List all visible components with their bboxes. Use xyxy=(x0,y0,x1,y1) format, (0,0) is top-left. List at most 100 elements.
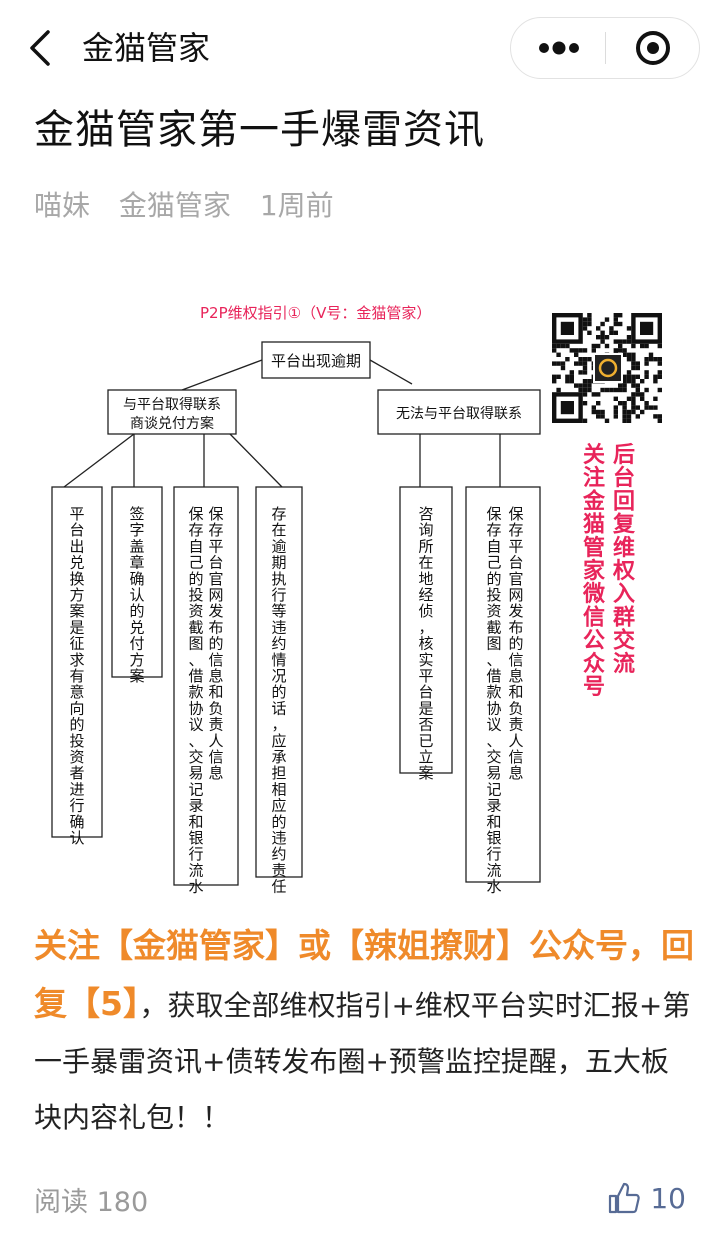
close-button[interactable] xyxy=(607,18,699,78)
svg-text:的: 的 xyxy=(69,716,84,734)
svg-text:方: 方 xyxy=(69,586,84,604)
svg-text:兑: 兑 xyxy=(129,618,144,636)
svg-text:资: 资 xyxy=(69,748,84,766)
svg-text:关: 关 xyxy=(583,443,605,468)
svg-text:期: 期 xyxy=(271,554,286,572)
svg-text:相: 相 xyxy=(271,780,286,798)
svg-text:求: 求 xyxy=(69,651,84,669)
svg-text:在: 在 xyxy=(271,521,286,539)
svg-text:方: 方 xyxy=(129,651,144,669)
svg-text:认: 认 xyxy=(69,829,84,847)
svg-text:协: 协 xyxy=(486,699,501,717)
svg-text:和: 和 xyxy=(208,683,223,701)
svg-text:信: 信 xyxy=(208,651,223,669)
svg-text:流: 流 xyxy=(613,651,635,677)
svg-text:立: 立 xyxy=(418,748,433,766)
svg-text:经: 经 xyxy=(418,586,433,604)
svg-text:兑: 兑 xyxy=(69,554,84,572)
author-name[interactable]: 喵妹 xyxy=(34,189,91,222)
svg-text:和: 和 xyxy=(188,813,203,831)
svg-text:案: 案 xyxy=(69,602,84,620)
svg-text:应: 应 xyxy=(271,732,286,750)
svg-text:布: 布 xyxy=(508,618,523,636)
svg-text:确: 确 xyxy=(129,570,144,588)
promo-highlight: 关注【金猫管家】或【辣姐撩财】公众号，回复【5】 xyxy=(34,926,694,1023)
article-title: 金猫管家第一手爆雷资讯 xyxy=(34,107,485,153)
svg-text:息: 息 xyxy=(208,667,223,685)
account-name[interactable]: 金猫管家 xyxy=(118,189,231,222)
svg-text:话: 话 xyxy=(271,699,286,717)
leaf-node-4 xyxy=(255,486,303,878)
svg-text:发: 发 xyxy=(208,602,223,620)
left-branch-line-2: 商谈兑付方案 xyxy=(130,415,214,432)
svg-text:信: 信 xyxy=(508,651,523,669)
more-dots-icon xyxy=(539,41,579,55)
read-number: 180 xyxy=(96,1187,149,1218)
svg-text:款: 款 xyxy=(486,683,501,701)
svg-text:号: 号 xyxy=(583,675,605,700)
svg-text:平: 平 xyxy=(418,667,433,685)
svg-text:保: 保 xyxy=(188,505,203,523)
svg-text:的: 的 xyxy=(486,570,501,588)
svg-text:的: 的 xyxy=(208,635,223,653)
svg-text:平: 平 xyxy=(69,505,84,523)
svg-text:向: 向 xyxy=(69,699,84,717)
svg-text:等: 等 xyxy=(271,602,286,620)
leaf-node-5 xyxy=(399,486,453,774)
more-button[interactable] xyxy=(511,18,605,78)
like-button[interactable]: 10 xyxy=(606,1176,686,1220)
root-node-label: 平台出现逾期 xyxy=(271,352,361,370)
svg-text:易: 易 xyxy=(486,764,501,782)
left-branch-node xyxy=(107,389,237,435)
svg-text:投: 投 xyxy=(69,732,84,750)
svg-text:、: 、 xyxy=(486,732,501,750)
svg-text:存: 存 xyxy=(188,521,203,539)
svg-text:行: 行 xyxy=(188,845,203,863)
svg-text:是: 是 xyxy=(418,699,433,717)
svg-text:担: 担 xyxy=(271,764,286,782)
article-footer: 阅读 180 10 xyxy=(34,1176,686,1224)
svg-text:图: 图 xyxy=(486,635,501,653)
svg-text:任: 任 xyxy=(271,878,286,896)
svg-text:违: 违 xyxy=(271,829,286,847)
leaf-node-6 xyxy=(465,486,541,883)
svg-text:易: 易 xyxy=(188,764,203,782)
svg-text:的: 的 xyxy=(271,683,286,701)
svg-text:息: 息 xyxy=(208,764,223,782)
svg-text:己: 己 xyxy=(188,554,203,572)
svg-text:银: 银 xyxy=(486,829,501,847)
back-button[interactable] xyxy=(22,28,62,68)
svg-text:进: 进 xyxy=(69,780,84,798)
svg-text:银: 银 xyxy=(188,829,203,847)
svg-text:息: 息 xyxy=(508,764,523,782)
svg-text:水: 水 xyxy=(486,878,501,896)
svg-text:图: 图 xyxy=(188,635,203,653)
svg-text:章: 章 xyxy=(129,554,144,572)
svg-text:是: 是 xyxy=(69,618,84,636)
svg-text:责: 责 xyxy=(271,861,286,879)
svg-text:入: 入 xyxy=(613,582,635,607)
flowchart-heading: P2P维权指引①（V号：金猫管家） xyxy=(200,304,431,322)
svg-text:借: 借 xyxy=(486,667,501,685)
svg-text:自: 自 xyxy=(188,537,203,555)
svg-text:家: 家 xyxy=(583,558,606,584)
svg-text:负: 负 xyxy=(208,699,223,717)
svg-text:水: 水 xyxy=(188,878,203,896)
svg-text:、: 、 xyxy=(188,732,203,750)
promo-body: ，获取全部维权指引+维权平台实时汇报+第一手暴雷资讯+债转发布圈+预警监控提醒，… xyxy=(34,989,691,1134)
svg-text:意: 意 xyxy=(69,683,84,701)
svg-text:，: ， xyxy=(418,618,433,636)
svg-text:投: 投 xyxy=(486,586,501,604)
svg-text:的: 的 xyxy=(129,602,144,620)
svg-text:出: 出 xyxy=(69,537,84,555)
svg-text:侦: 侦 xyxy=(418,602,433,620)
svg-text:在: 在 xyxy=(418,554,433,572)
svg-text:人: 人 xyxy=(208,732,223,750)
svg-text:信: 信 xyxy=(583,604,605,630)
svg-text:公: 公 xyxy=(583,629,605,654)
